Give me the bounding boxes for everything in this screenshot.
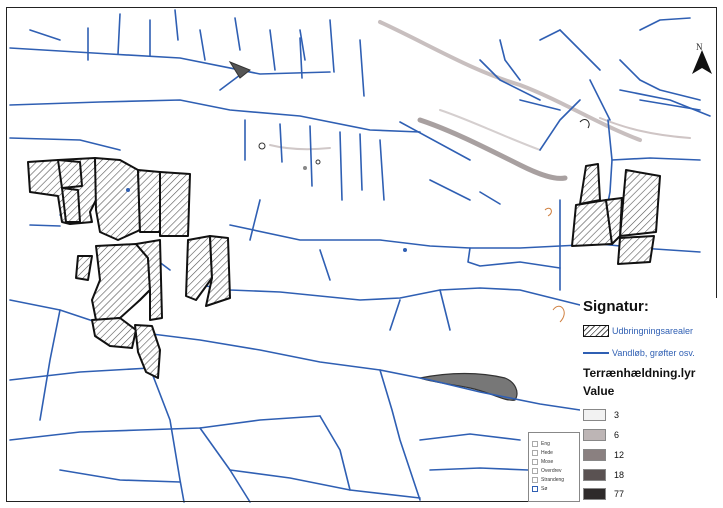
north-arrow: N (690, 42, 714, 76)
nature-type-item: Overdrev (532, 466, 579, 475)
swatch-icon (532, 476, 538, 483)
slope-class-swatch (583, 488, 606, 500)
value-label: Value (583, 384, 615, 398)
slope-class-swatch (583, 469, 606, 481)
hatched-polygon-icon (583, 325, 609, 337)
swatch-icon (532, 458, 538, 465)
legend-title: Signatur: (583, 298, 649, 315)
slope-class-row: 6 (583, 429, 619, 441)
nature-type-label: Sø (541, 485, 548, 492)
slope-class-value: 12 (614, 450, 625, 460)
slope-class-value: 3 (614, 410, 620, 420)
legend-item-application-area: Udbringningsarealer (583, 325, 693, 337)
nature-type-item: Mose (532, 457, 579, 466)
legend-item-label: Udbringningsarealer (612, 326, 694, 336)
nature-type-label: Overdrev (541, 467, 562, 474)
slope-class-swatch (583, 409, 606, 421)
slope-class-row: 12 (583, 449, 624, 461)
north-arrow-icon (692, 50, 712, 74)
application-areas (27, 157, 661, 379)
slope-class-row: 3 (583, 409, 619, 421)
nature-type-label: Mose (541, 458, 554, 465)
slope-class-value: 6 (614, 430, 620, 440)
legend-item-label: Vandløb, grøfter osv. (612, 348, 695, 358)
map-symbols (126, 60, 590, 323)
slope-class-value: 18 (614, 470, 625, 480)
slope-class-row: 18 (583, 469, 624, 481)
north-label: N (696, 42, 703, 52)
legend: Signatur: Udbringningsarealer Vandløb, g… (580, 298, 717, 502)
slope-class-swatch (583, 429, 606, 441)
nature-type-item: Hede (532, 448, 579, 457)
nature-type-item: Strandeng (532, 475, 579, 484)
swatch-icon (532, 440, 538, 447)
nature-type-label: Hede (541, 449, 553, 456)
nature-type-legend: Eng Hede Mose Overdrev Strandeng Sø (528, 432, 580, 502)
nature-type-item: Sø (532, 484, 579, 493)
legend-item-waterway: Vandløb, grøfter osv. (583, 348, 695, 358)
swatch-icon (532, 467, 538, 474)
slope-class-swatch (583, 449, 606, 461)
slope-class-row: 77 (583, 488, 624, 500)
nature-type-label: Eng (541, 440, 550, 447)
blue-line-icon (583, 352, 609, 354)
nature-type-item: Eng (532, 439, 579, 448)
swatch-icon (532, 485, 538, 492)
swatch-icon (532, 449, 538, 456)
slope-class-value: 77 (614, 489, 625, 499)
slope-layer-title: Terrænhældning.lyr (583, 366, 696, 380)
nature-type-label: Strandeng (541, 476, 565, 483)
